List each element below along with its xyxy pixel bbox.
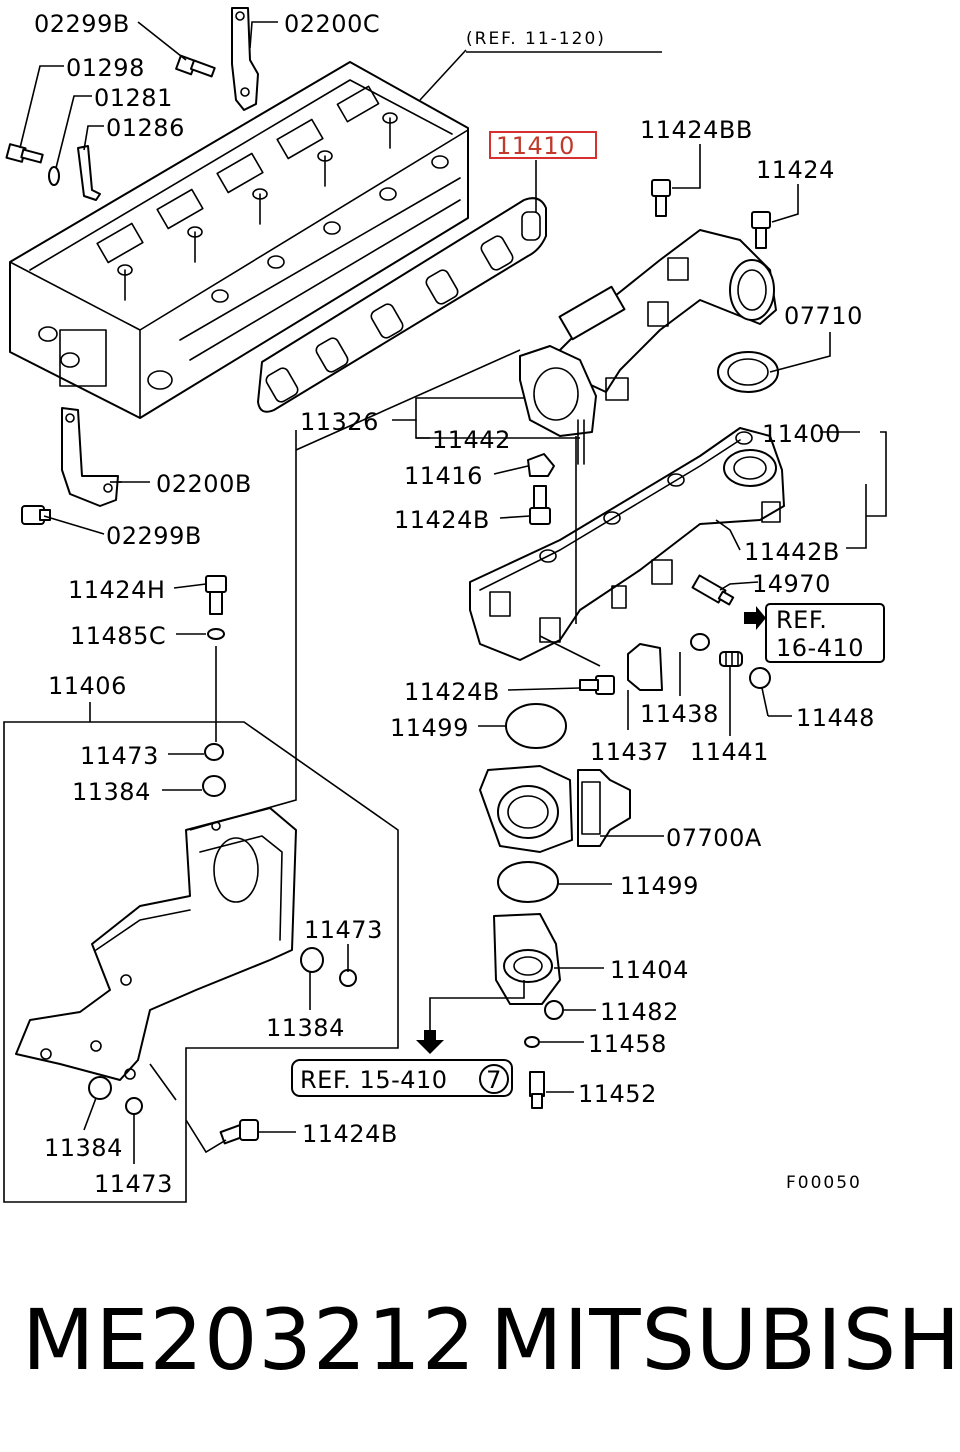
label-02299b-top: 02299B bbox=[34, 10, 130, 38]
gasket-11499-b-drawing bbox=[497, 861, 559, 903]
label-11410: 11410 bbox=[496, 132, 575, 160]
label-14970: 14970 bbox=[752, 570, 831, 598]
bracket-11406-drawing bbox=[15, 807, 297, 1081]
circled-number bbox=[479, 1064, 509, 1094]
arrow-down-icon bbox=[416, 1030, 444, 1054]
ref-box-bottom: REF. 15-410 7 bbox=[291, 1059, 513, 1097]
highlight-box bbox=[489, 131, 597, 159]
gasket-07710-drawing bbox=[717, 351, 779, 393]
label-11384-b: 11384 bbox=[266, 1014, 345, 1042]
bolt-11424-top-drawing bbox=[751, 211, 771, 249]
label-11473-c: 11473 bbox=[94, 1170, 173, 1198]
label-01286: 01286 bbox=[106, 114, 185, 142]
sensor-11452-drawing bbox=[529, 1071, 545, 1109]
grommet-11384-c-drawing bbox=[88, 1076, 112, 1100]
bracket-02200b-drawing bbox=[61, 407, 119, 507]
bolt-11424b-c-drawing bbox=[219, 1119, 259, 1145]
label-11404: 11404 bbox=[610, 956, 689, 984]
label-01281: 01281 bbox=[94, 84, 173, 112]
label-11400: 11400 bbox=[762, 420, 841, 448]
seal-11438-drawing bbox=[690, 633, 710, 651]
bracket-02200c-drawing bbox=[231, 7, 259, 111]
collar-11473-b-drawing bbox=[339, 969, 357, 987]
grommet-11384-b-drawing bbox=[300, 947, 324, 973]
label-11499-b: 11499 bbox=[620, 872, 699, 900]
intake-manifold-11400-drawing bbox=[469, 427, 785, 661]
brand-name: MITSUBISHI bbox=[490, 1291, 960, 1389]
collar-11473-c-drawing bbox=[125, 1097, 143, 1115]
label-11448: 11448 bbox=[796, 704, 875, 732]
part-labels: 02299B 02200C 01298 01281 01286 11410 11… bbox=[34, 10, 875, 1198]
label-02200c: 02200C bbox=[284, 10, 380, 38]
label-11482: 11482 bbox=[600, 998, 679, 1026]
grommet-11384-a-drawing bbox=[202, 775, 226, 797]
bracket-11437-drawing bbox=[627, 643, 663, 691]
ref-box-right: REF. 16-410 bbox=[765, 603, 885, 663]
figure-code: F00050 bbox=[786, 1173, 862, 1193]
label-11424b-a: 11424B bbox=[394, 506, 490, 534]
label-01298: 01298 bbox=[66, 54, 145, 82]
label-11384-a: 11384 bbox=[72, 778, 151, 806]
label-11326: 11326 bbox=[300, 408, 379, 436]
bolt-02299b-top-drawing bbox=[175, 54, 216, 78]
nut-11448-drawing bbox=[749, 667, 771, 689]
bracket-11416-drawing bbox=[527, 453, 555, 477]
label-11424b-b: 11424B bbox=[404, 678, 500, 706]
label-11438: 11438 bbox=[640, 700, 719, 728]
label-11442: 11442 bbox=[432, 426, 511, 454]
label-02200b: 02200B bbox=[156, 470, 252, 498]
label-07710: 07710 bbox=[784, 302, 863, 330]
bolt-11424b-a-drawing bbox=[529, 485, 551, 525]
label-11458: 11458 bbox=[588, 1030, 667, 1058]
label-07700a: 07700A bbox=[666, 824, 762, 852]
part-number: ME203212 bbox=[22, 1291, 477, 1389]
arrow-right-icon bbox=[744, 606, 766, 630]
ref-box-right-line2: 16-410 bbox=[776, 634, 864, 662]
collar-11473-a-drawing bbox=[204, 743, 224, 761]
cylinder-head-drawing bbox=[9, 61, 469, 419]
spring-11441-drawing bbox=[719, 651, 743, 667]
ref-box-right-line1: REF. bbox=[776, 606, 827, 634]
throttle-body-07700a-drawing bbox=[479, 765, 631, 853]
bolt-11424bb-drawing bbox=[651, 179, 671, 217]
leader-lines bbox=[3, 21, 887, 1203]
label-11442b: 11442B bbox=[744, 538, 840, 566]
gasket-11499-a-drawing bbox=[505, 703, 567, 749]
ref-box-bottom-circled: 7 bbox=[486, 1066, 502, 1094]
label-11473-a: 11473 bbox=[80, 742, 159, 770]
bolt-11482-drawing bbox=[544, 1000, 564, 1020]
clip-11485c-drawing bbox=[207, 628, 225, 640]
label-11424-top: 11424 bbox=[756, 156, 835, 184]
label-11424h: 11424H bbox=[68, 576, 165, 604]
washer-11458-drawing bbox=[524, 1036, 540, 1048]
label-11424b-c: 11424B bbox=[302, 1120, 398, 1148]
label-11485c: 11485C bbox=[70, 622, 166, 650]
label-11416: 11416 bbox=[404, 462, 483, 490]
clip-01286-drawing bbox=[77, 145, 101, 201]
ref-label-top: (REF. 11-120) bbox=[466, 29, 606, 49]
label-11384-c: 11384 bbox=[44, 1134, 123, 1162]
caption: ME203212 MITSUBISHI bbox=[0, 1290, 960, 1390]
sensor-14970-drawing bbox=[691, 574, 735, 606]
label-11424bb: 11424BB bbox=[640, 116, 753, 144]
label-11452: 11452 bbox=[578, 1080, 657, 1108]
label-11499-a: 11499 bbox=[390, 714, 469, 742]
ref-box-bottom-text: REF. 15-410 bbox=[300, 1066, 448, 1094]
bolt-11424h-drawing bbox=[205, 575, 227, 615]
bolt-02299b-left-drawing bbox=[21, 505, 51, 525]
label-02299b-left: 02299B bbox=[106, 522, 202, 550]
label-11406: 11406 bbox=[48, 672, 127, 700]
stud-11442-drawing bbox=[577, 419, 585, 465]
label-11473-b: 11473 bbox=[304, 916, 383, 944]
intake-pipe-drawing bbox=[519, 229, 777, 437]
label-11437: 11437 bbox=[590, 738, 669, 766]
water-outlet-11404-drawing bbox=[493, 913, 561, 1005]
bolt-01298-drawing bbox=[5, 143, 44, 164]
washer-01281-drawing bbox=[48, 166, 60, 186]
label-11441: 11441 bbox=[690, 738, 769, 766]
bolt-11424b-b-drawing bbox=[579, 675, 615, 695]
